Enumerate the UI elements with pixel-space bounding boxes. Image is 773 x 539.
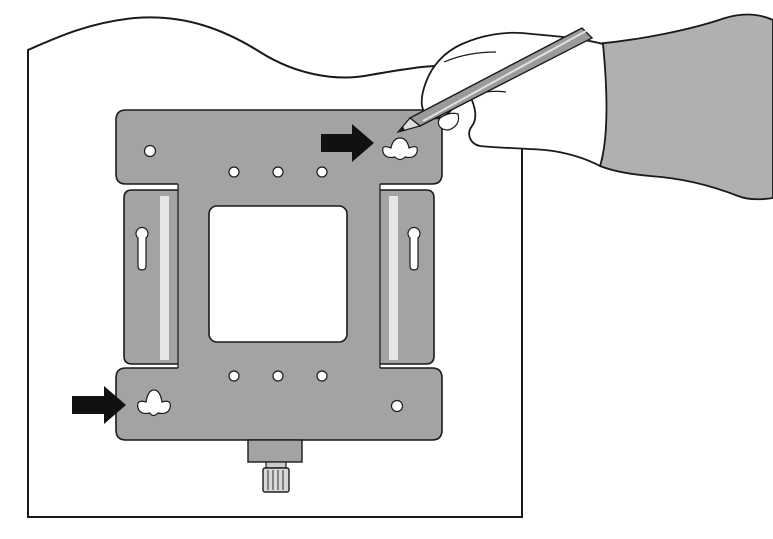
arrow-right-icon <box>72 386 126 424</box>
left-rail-highlight <box>160 196 169 360</box>
thumb-screw <box>262 461 290 493</box>
hole <box>272 166 284 178</box>
keyhole-top-right <box>382 137 418 161</box>
hole <box>228 166 240 178</box>
hole <box>390 399 404 413</box>
hole <box>316 166 328 178</box>
sleeve <box>594 13 773 201</box>
keyhole-slot-right <box>407 227 421 271</box>
hole <box>272 370 284 382</box>
bottom-tab <box>247 439 303 463</box>
arrow-right-icon <box>321 124 374 162</box>
hole <box>316 370 328 382</box>
hole <box>228 370 240 382</box>
right-rail-highlight <box>389 196 398 360</box>
hole <box>143 144 157 158</box>
mounting-plate <box>115 109 443 493</box>
keyhole-slot-left <box>135 227 149 271</box>
keyhole-bottom-left <box>137 389 171 417</box>
center-window <box>208 205 348 343</box>
pencil-icon <box>396 27 594 134</box>
